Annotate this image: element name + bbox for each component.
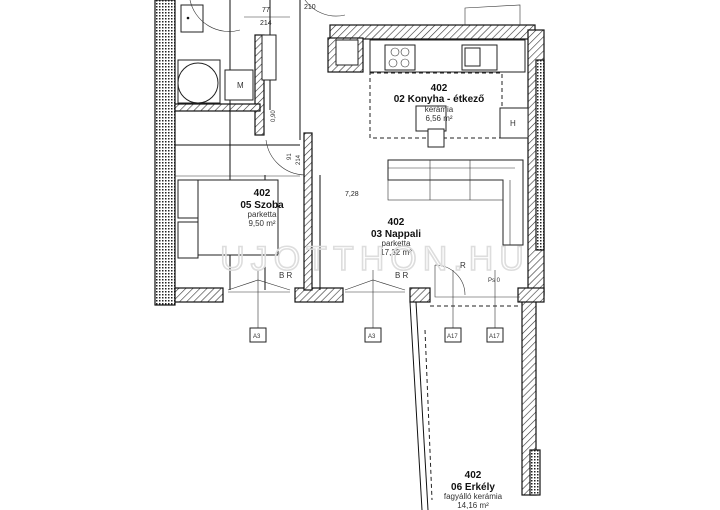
bed [197, 179, 279, 256]
svg-text:03 Nappali: 03 Nappali [371, 229, 421, 240]
svg-text:kerámia: kerámia [425, 105, 454, 114]
window-bedroom [227, 279, 291, 293]
svg-text:parketta: parketta [248, 210, 277, 219]
fridge [499, 107, 529, 139]
exterior-wall-top [329, 24, 536, 40]
nightstand [177, 179, 199, 219]
dimension-label: 210 [304, 4, 316, 11]
interior-wall-bedroom [303, 132, 313, 291]
door-swing [265, 139, 306, 176]
br-label: B R [395, 271, 409, 280]
room-label-living: 402 03 Nappali parketta 17,32 m² [371, 217, 421, 257]
svg-text:402: 402 [431, 83, 448, 94]
room-label-balcony: 402 06 Erkély fagyálló kerámia 14,16 m² [444, 470, 503, 510]
section-markers: A3 A3 A17 A17 [249, 270, 504, 343]
dimension-label: 7,28 [345, 191, 359, 198]
dimension-label: 91 [287, 153, 293, 160]
fridge-label: H [510, 119, 516, 128]
cabinet [261, 34, 277, 81]
exterior-wall-bottom [294, 287, 344, 303]
ps-label: Ps 0 [488, 278, 501, 284]
dimension-label: 77 [262, 7, 270, 14]
nightstand [177, 221, 199, 259]
room-label-kitchen: 402 02 Konyha - étkező kerámia 6,56 m² [394, 83, 485, 123]
window-living [344, 279, 406, 293]
dimension-label: 214 [260, 20, 272, 27]
washing-machine-label: M [237, 81, 244, 90]
exterior-wall-bottom [517, 287, 545, 303]
svg-text:402: 402 [254, 188, 271, 199]
marker-label: A17 [489, 334, 500, 340]
balcony-edge [409, 301, 423, 510]
door-swing [189, 0, 241, 32]
svg-text:fagyálló kerámia: fagyálló kerámia [444, 492, 503, 501]
room-label-bedroom: 402 05 Szoba parketta 9,50 m² [240, 188, 284, 228]
svg-text:14,16 m²: 14,16 m² [457, 501, 489, 510]
svg-text:parketta: parketta [382, 239, 411, 248]
watermark: UJOTTHON.HU [220, 240, 530, 278]
sink [180, 4, 204, 33]
r-label: R [460, 261, 466, 270]
svg-text:9,50 m²: 9,50 m² [248, 219, 275, 228]
chimney-shaft [335, 39, 359, 66]
svg-text:06 Erkély: 06 Erkély [451, 482, 495, 493]
svg-text:17,32 m²: 17,32 m² [380, 248, 412, 257]
marker-label: A17 [447, 334, 458, 340]
svg-text:05 Szoba: 05 Szoba [240, 200, 284, 211]
marker-label: A3 [368, 334, 376, 340]
interior-wall [174, 103, 261, 112]
window-bay [464, 4, 521, 25]
door-swing [304, 0, 346, 17]
washing-machine [224, 69, 254, 101]
svg-text:402: 402 [388, 217, 405, 228]
svg-text:6,56 m²: 6,56 m² [425, 114, 452, 123]
cooktop [384, 44, 416, 71]
marker-label: A3 [253, 334, 261, 340]
interior-wall-bathroom [254, 34, 265, 136]
dimension-label: 214 [296, 154, 302, 165]
balcony-door [434, 264, 520, 298]
exterior-wall-bottom [409, 287, 431, 303]
svg-text:402: 402 [465, 470, 482, 481]
br-label: B R [279, 271, 293, 280]
chair [427, 128, 445, 148]
exterior-wall-bottom [174, 287, 224, 303]
balcony-insulation [529, 449, 541, 496]
shower-tray [177, 62, 219, 104]
svg-text:02 Konyha - étkező: 02 Konyha - étkező [394, 94, 485, 105]
exterior-insulation-right [535, 59, 545, 251]
exterior-wall-left [154, 0, 176, 306]
dimension-label: 0,90 [271, 110, 277, 122]
